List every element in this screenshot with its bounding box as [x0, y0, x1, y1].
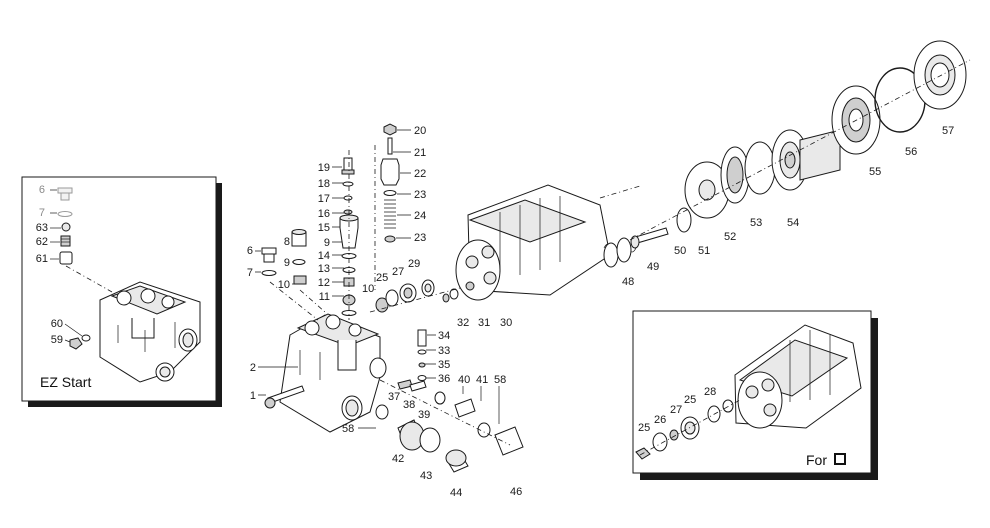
callout-24: 24: [414, 210, 426, 222]
callout-7-main: 7: [247, 267, 253, 279]
valve-stack-top: [374, 123, 400, 290]
callout-27-inset: 27: [670, 404, 682, 416]
callout-21: 21: [414, 147, 426, 159]
callout-63: 63: [36, 222, 48, 234]
callout-18: 18: [318, 178, 330, 190]
callout-29: 29: [408, 258, 420, 270]
alt-inset-caption: For: [806, 452, 827, 468]
plunger-seals: [369, 279, 461, 313]
callout-49: 49: [647, 261, 659, 273]
callout-46: 46: [510, 486, 522, 498]
callout-9b: 9: [284, 257, 290, 269]
callout-43: 43: [420, 470, 432, 482]
callout-52: 52: [724, 231, 736, 243]
callout-44: 44: [450, 487, 462, 499]
callout-25a: 25: [376, 272, 388, 284]
callout-16: 16: [318, 208, 330, 220]
callout-58a: 58: [342, 423, 354, 435]
drive-components: [603, 40, 971, 268]
callout-19: 19: [318, 162, 330, 174]
callout-23a: 23: [414, 189, 426, 201]
callout-53: 53: [750, 217, 762, 229]
ez-start-inset: 6 7 63 62 61 60 59 EZ Start: [21, 176, 222, 407]
ez-start-plug: [69, 334, 91, 350]
callout-38: 38: [403, 399, 415, 411]
callout-30: 30: [500, 317, 512, 329]
ez-start-caption: EZ Start: [40, 374, 91, 390]
callout-41: 41: [476, 374, 488, 386]
callout-57: 57: [942, 125, 954, 137]
ez-start-parts: [57, 187, 113, 293]
callout-31: 31: [478, 317, 490, 329]
callout-62: 62: [36, 236, 48, 248]
callout-27a: 27: [392, 266, 404, 278]
pump-housing: [455, 184, 641, 301]
callout-39: 39: [418, 409, 430, 421]
callout-37: 37: [388, 391, 400, 403]
callout-25a-inset: 25: [684, 394, 696, 406]
callout-14: 14: [318, 250, 330, 262]
callout-22: 22: [414, 168, 426, 180]
callout-10b: 10: [362, 283, 374, 295]
callout-60: 60: [51, 318, 63, 330]
callout-2: 2: [250, 362, 256, 374]
alt-seal-inset: 28 25 27 26 25 For: [632, 310, 878, 480]
callout-8: 8: [284, 236, 290, 248]
callout-42: 42: [392, 453, 404, 465]
callout-59: 59: [51, 334, 63, 346]
callout-50: 50: [674, 245, 686, 257]
outlet-fittings: [375, 329, 524, 473]
callout-55: 55: [869, 166, 881, 178]
callout-6: 6: [39, 184, 45, 196]
callout-12: 12: [318, 277, 330, 289]
callout-54: 54: [787, 217, 799, 229]
callout-17: 17: [318, 193, 330, 205]
plug-parts: [261, 229, 326, 321]
callout-48: 48: [622, 276, 634, 288]
callout-7: 7: [39, 207, 45, 219]
callout-1: 1: [250, 390, 256, 402]
callout-35: 35: [438, 359, 450, 371]
callout-20: 20: [414, 125, 426, 137]
callout-56: 56: [905, 146, 917, 158]
callout-51: 51: [698, 245, 710, 257]
callout-28-inset: 28: [704, 386, 716, 398]
callout-11: 11: [319, 291, 330, 303]
callout-9a: 9: [324, 237, 330, 249]
callout-23b: 23: [414, 232, 426, 244]
callout-10a: 10: [278, 279, 290, 291]
manifold-assembly: [264, 313, 387, 433]
callout-26-inset: 26: [654, 414, 666, 426]
ez-start-manifold: [99, 281, 201, 383]
callout-32: 32: [457, 317, 469, 329]
callout-6-main: 6: [247, 245, 253, 257]
callout-58b: 58: [494, 374, 506, 386]
callout-40: 40: [458, 374, 470, 386]
main-callouts: 20 21 22 23 24 23 19 18 17 16 15 9 14 13…: [247, 125, 954, 499]
alt-seals: [635, 399, 741, 460]
callout-34: 34: [438, 330, 450, 342]
callout-36: 36: [438, 373, 450, 385]
empty-square-icon: [834, 453, 846, 465]
callout-25b-inset: 25: [638, 422, 650, 434]
valve-stack-left: [339, 150, 359, 320]
alt-pump-housing: [734, 324, 862, 429]
callout-33: 33: [438, 345, 450, 357]
callout-61: 61: [36, 253, 48, 265]
callout-15: 15: [318, 222, 330, 234]
callout-13: 13: [318, 263, 330, 275]
